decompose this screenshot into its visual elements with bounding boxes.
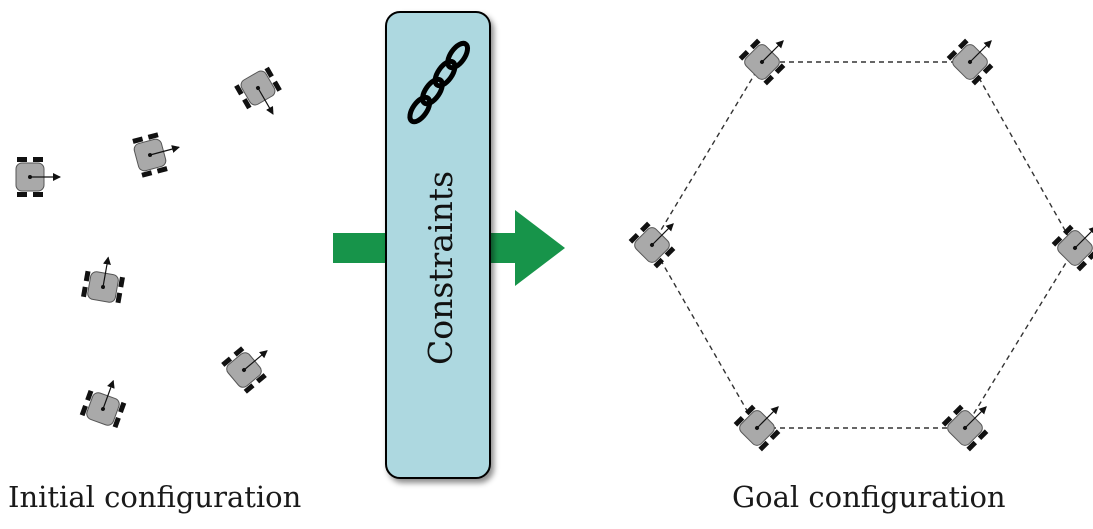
goal-configuration-label: Goal configuration xyxy=(732,480,1006,514)
robot-icon xyxy=(628,210,687,269)
initial-configuration-label: Initial configuration xyxy=(8,480,302,514)
robot-icon xyxy=(234,66,291,124)
transition-arrow xyxy=(333,210,565,286)
chain-icon xyxy=(407,40,471,125)
constraints-label: Constraints xyxy=(421,171,460,365)
formation-links xyxy=(651,61,1076,429)
robot-icon xyxy=(220,335,279,394)
robot-icon xyxy=(79,374,132,429)
robot-icon xyxy=(1051,213,1093,272)
robot-icon xyxy=(131,128,184,178)
initial-robots xyxy=(16,66,290,429)
robot-icon xyxy=(738,27,797,86)
robot-icon xyxy=(946,27,1005,86)
robot-icon xyxy=(16,157,60,197)
constraints-panel: Constraints xyxy=(385,11,491,479)
robot-icon xyxy=(941,393,1000,452)
goal-robots xyxy=(628,27,1093,452)
robot-icon xyxy=(81,254,128,304)
